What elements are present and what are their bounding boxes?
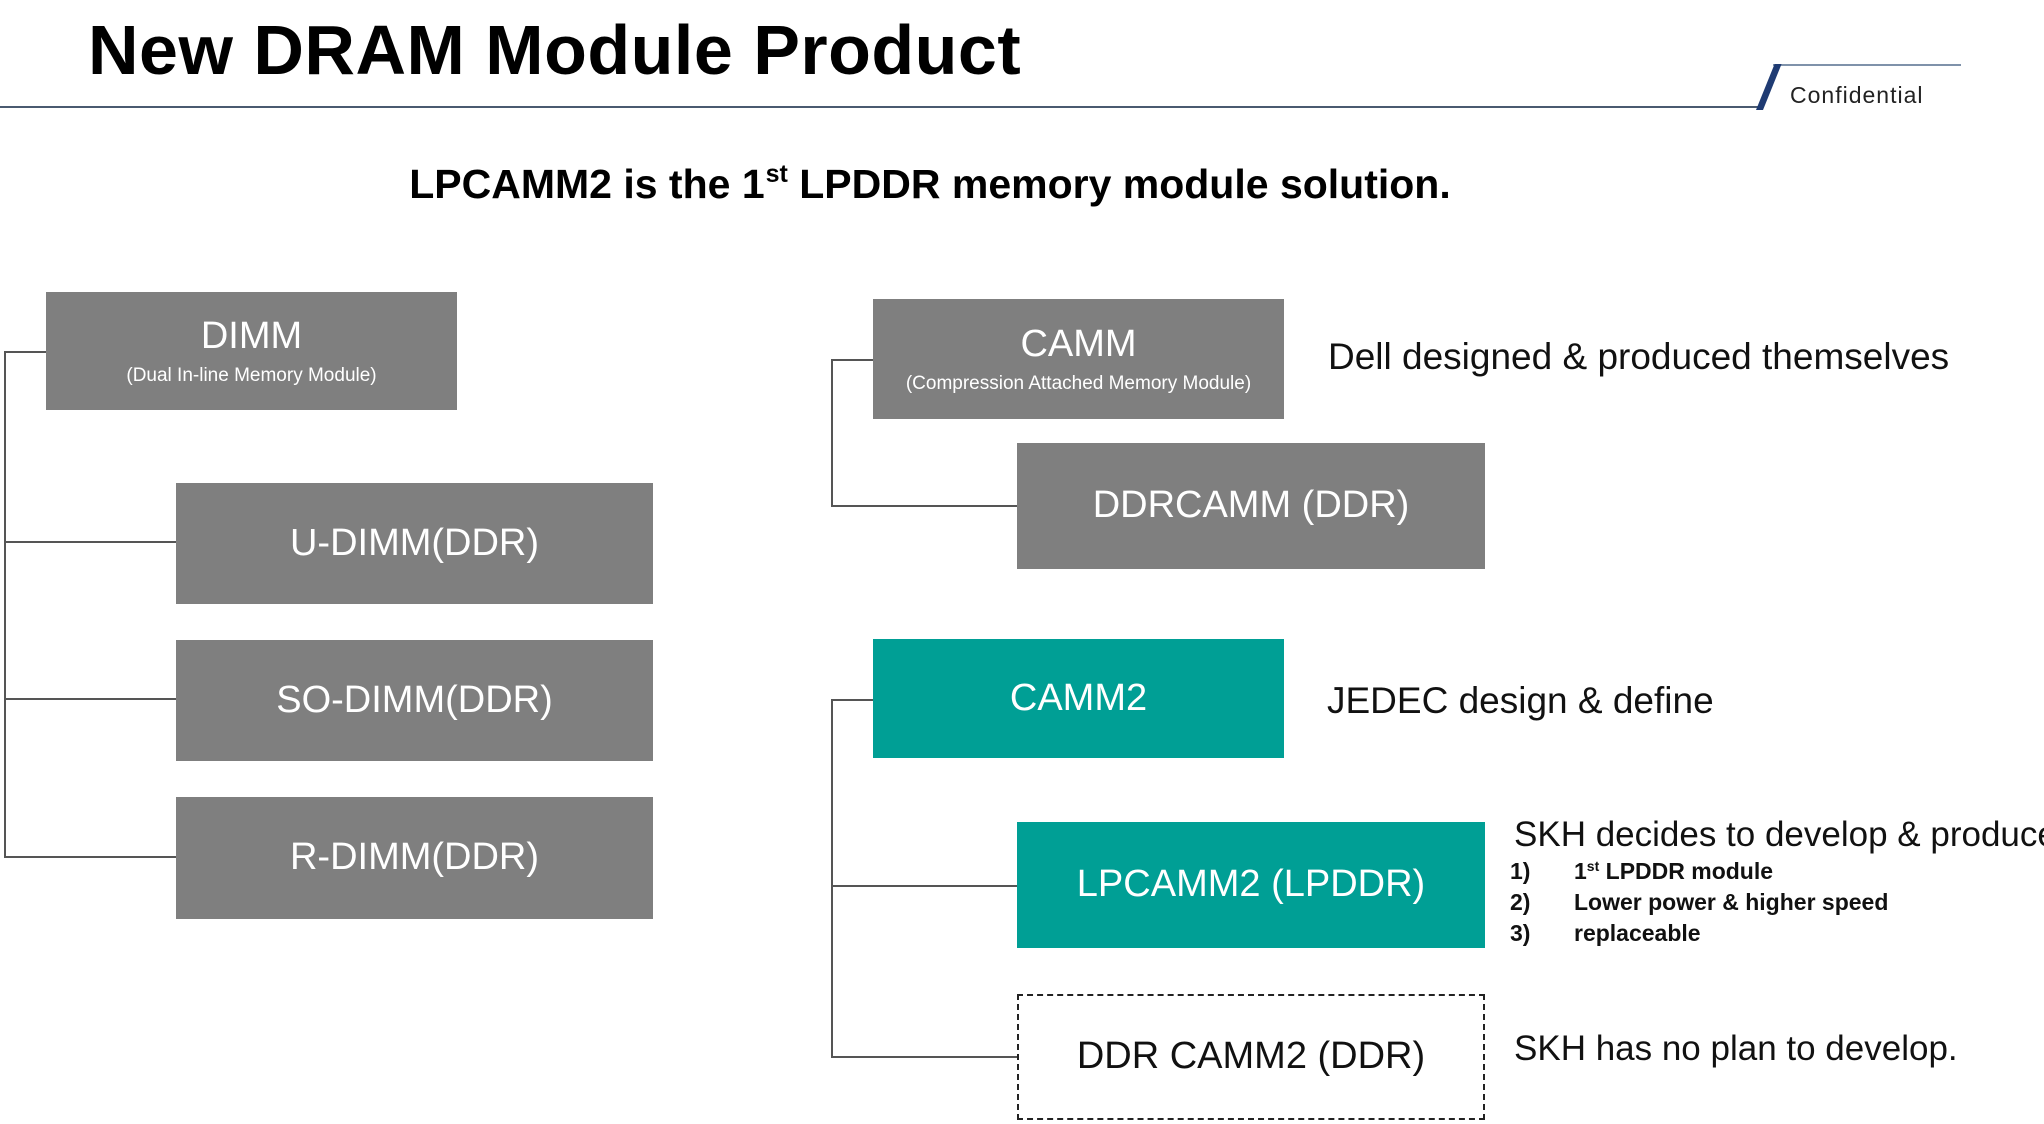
rdimm-label: R-DIMM(DDR) <box>289 836 540 879</box>
dimm-tree-trunk <box>4 351 6 858</box>
confidential-rule <box>1773 64 1961 66</box>
list-item-number: 2) <box>1510 889 1531 915</box>
camm-tree-branch-root <box>831 359 873 361</box>
dimm-tree-branch-rdimm <box>4 856 176 858</box>
list-item: 1) 1st LPDDR module <box>1510 858 1888 889</box>
camm2-tree-branch-ddrcamm2 <box>831 1056 1017 1058</box>
camm2-tree-branch-root <box>831 699 873 701</box>
list-item-number: 1) <box>1510 858 1531 884</box>
lpcamm2-label: LPCAMM2 (LPDDR) <box>1076 863 1426 906</box>
subtitle: LPCAMM2 is the 1st LPDDR memory module s… <box>0 160 1860 208</box>
dimm-box: DIMM (Dual In-line Memory Module) <box>46 292 457 410</box>
camm2-tree-trunk <box>831 699 833 1058</box>
ddrcamm-label: DDRCAMM (DDR) <box>1092 484 1410 527</box>
dimm-tree-branch-root <box>4 351 46 353</box>
ddrcamm2-box: DDR CAMM2 (DDR) <box>1017 994 1485 1120</box>
subtitle-after: LPDDR memory module solution. <box>787 161 1451 207</box>
ddrcamm2-label: DDR CAMM2 (DDR) <box>1076 1035 1426 1078</box>
dimm-tree-branch-udimm <box>4 541 176 543</box>
ddrcamm-box: DDRCAMM (DDR) <box>1017 443 1485 569</box>
camm-box: CAMM (Compression Attached Memory Module… <box>873 299 1284 419</box>
camm2-box: CAMM2 <box>873 639 1284 758</box>
udimm-box: U-DIMM(DDR) <box>176 483 653 604</box>
camm2-label: CAMM2 <box>1009 676 1148 719</box>
sodimm-label: SO-DIMM(DDR) <box>276 678 553 721</box>
camm-label: CAMM <box>1020 323 1137 366</box>
list-item-sup: st <box>1586 858 1600 874</box>
rdimm-box: R-DIMM(DDR) <box>176 797 653 919</box>
camm2-tree-branch-lpcamm2 <box>831 885 1017 887</box>
list-item-text-before: 1 <box>1574 858 1587 884</box>
list-item-text: replaceable <box>1574 920 1701 946</box>
lpcamm2-box: LPCAMM2 (LPDDR) <box>1017 822 1485 948</box>
camm-tree-branch-ddrcamm <box>831 505 1017 507</box>
list-item: 2) Lower power & higher speed <box>1510 889 1888 920</box>
confidential-label: Confidential <box>1790 82 1924 108</box>
camm-tree-trunk <box>831 359 833 507</box>
header-divider <box>0 106 1760 108</box>
list-item-text-after: LPDDR module <box>1599 858 1774 884</box>
dimm-sublabel: (Dual In-line Memory Module) <box>126 364 377 386</box>
dimm-label: DIMM <box>200 315 303 358</box>
sodimm-box: SO-DIMM(DDR) <box>176 640 653 761</box>
camm-sublabel: (Compression Attached Memory Module) <box>905 372 1252 394</box>
camm-note: Dell designed & produced themselves <box>1328 336 1950 377</box>
ddrcamm2-note: SKH has no plan to develop. <box>1514 1029 1958 1068</box>
list-item-text: Lower power & higher speed <box>1574 889 1889 915</box>
subtitle-sup: st <box>765 160 788 188</box>
page-title: New DRAM Module Product <box>88 11 1022 89</box>
camm2-note: JEDEC design & define <box>1327 680 1714 721</box>
udimm-label: U-DIMM(DDR) <box>289 521 540 564</box>
lpcamm2-note: SKH decides to develop & produce. <box>1514 815 2044 854</box>
subtitle-before: LPCAMM2 is the 1 <box>409 161 765 207</box>
dimm-tree-branch-sodimm <box>4 698 176 700</box>
list-item-number: 3) <box>1510 920 1531 946</box>
list-item-text: 1st LPDDR module <box>1574 858 1773 889</box>
confidential-slash <box>1756 64 1782 110</box>
list-item: 3) replaceable <box>1510 920 1888 951</box>
lpcamm2-feature-list: 1) 1st LPDDR module 2) Lower power & hig… <box>1510 858 1888 951</box>
